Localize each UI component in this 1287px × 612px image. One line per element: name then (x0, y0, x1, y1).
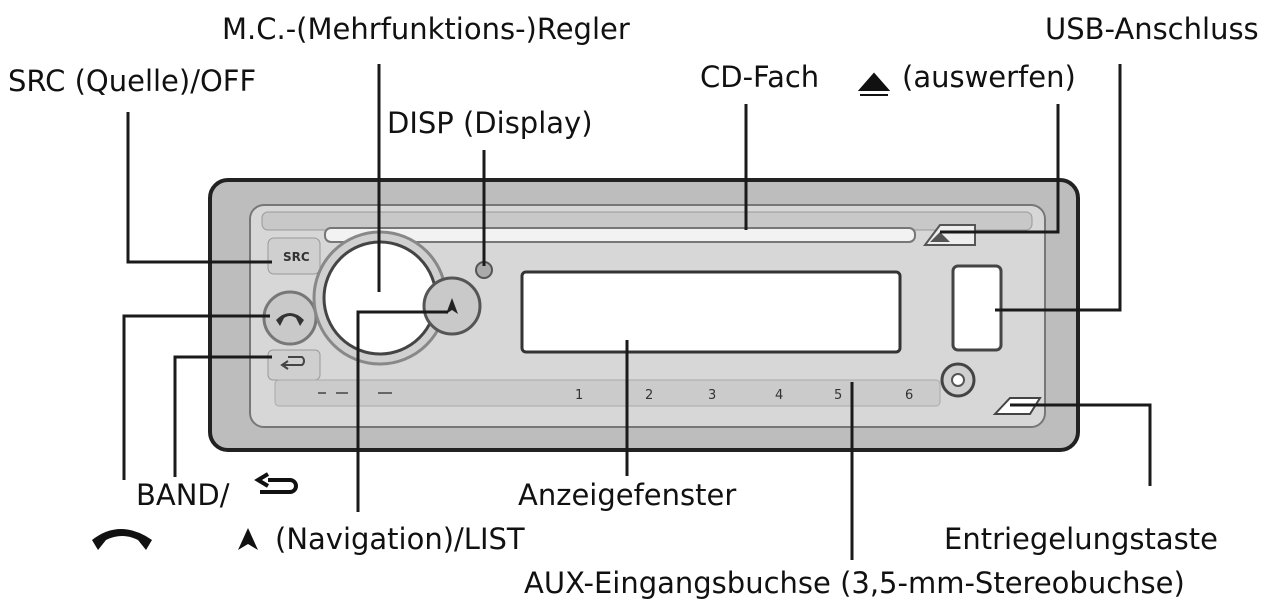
leader-release (1010, 403, 1152, 486)
label-usb: USB-Anschluss (1045, 12, 1259, 46)
label-src: SRC (Quelle)/OFF (8, 64, 257, 98)
eject-icon (930, 232, 950, 242)
src-button[interactable] (267, 237, 321, 275)
leader-phone (122, 314, 270, 480)
preset-6: 6 (905, 388, 913, 403)
navigation-label-icon (238, 528, 258, 550)
leader-usb (995, 64, 1122, 312)
src-button-label: SRC (283, 250, 310, 264)
leader-src (126, 112, 272, 264)
leader-lines (122, 64, 1152, 560)
phone-button[interactable] (262, 290, 318, 346)
preset-5: 5 (834, 388, 842, 403)
aux-jack-hole (951, 373, 965, 387)
preset-1: 1 (575, 388, 583, 403)
label-release: Entriegelungstaste (944, 522, 1218, 556)
preset-3: 3 (708, 388, 716, 403)
label-navigation: (Navigation)/LIST (275, 522, 525, 556)
preset-2: 2 (645, 388, 653, 403)
preset-strip (274, 379, 941, 407)
display-window (520, 270, 902, 354)
label-band: BAND/ (136, 478, 230, 512)
leader-navigation (356, 310, 448, 512)
label-mc-knob: M.C.-(Mehrfunktions-)Regler (222, 12, 630, 46)
eject-label-icon (857, 72, 891, 96)
leader-band (173, 355, 272, 477)
usb-port[interactable] (951, 264, 1003, 352)
back-arrow-icon (280, 356, 305, 370)
leader-eject (940, 104, 1060, 234)
navigation-icon (446, 298, 458, 314)
label-aux: AUX-Eingangsbuchse (3,5-mm-Stereobuchse) (524, 566, 1185, 600)
label-cd-slot: CD-Fach (700, 60, 820, 94)
band-back-arrow-icon (254, 472, 298, 494)
preset-4: 4 (775, 388, 783, 403)
label-display-window: Anzeigefenster (518, 478, 737, 512)
phone-button-icon (276, 313, 304, 326)
label-disp: DISP (Display) (387, 106, 593, 140)
label-eject: (auswerfen) (902, 60, 1076, 94)
cd-slot (324, 227, 916, 243)
phone-label-icon (92, 529, 152, 550)
